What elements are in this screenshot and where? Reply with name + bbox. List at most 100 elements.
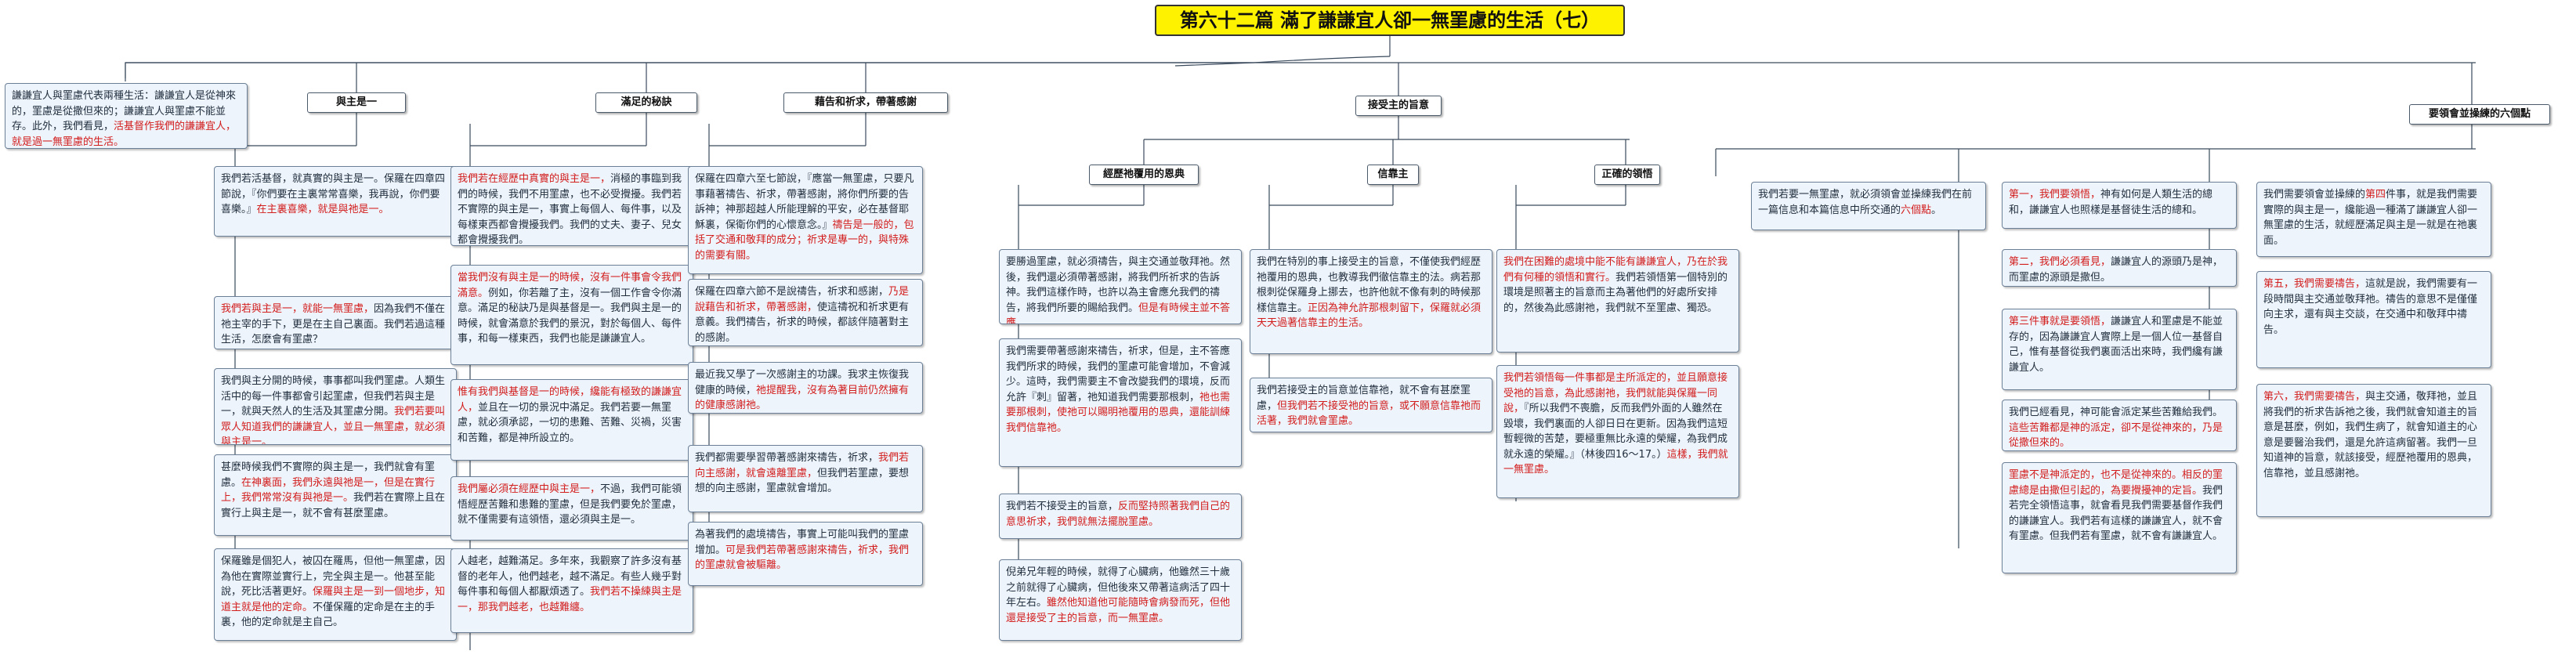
text-segment: 六個點 (1901, 204, 1932, 216)
text-segment: 倪弟兄年輕的時候，就得了心臟病，他雖然三十歲之前就得了心臟病，但他後來又帶著這病… (1006, 566, 1231, 609)
text-segment: 這些苦難都是神的派定，卻不是從神來的，乃是從撒但來的。 (2009, 421, 2223, 450)
col5-box-1: 第一，我們要領悟，神有如何是人類生活的總和，謙謙宜人也照樣是基督徒生活的總和。 (2002, 182, 2237, 229)
text-segment: 要勝過罣慮，就必須禱告，與主交通並敬拜祂。然後，我們還必須帶著感謝，將我們所祈求… (1006, 256, 1231, 314)
text-segment: 第四 (2365, 189, 2386, 201)
text-segment: 反而堅持照著我們自己的意思祈求，我們就無法擺脫罣慮。 (1006, 501, 1231, 528)
text-segment: 乃是說藉告和祈求，帶著感謝， (695, 286, 910, 313)
col4a-box-3: 我們若不接受主的旨意，反而堅持照著我們自己的意思祈求，我們就無法擺脫罣慮。 (999, 494, 1242, 539)
text-segment: 最近我又學了一次感謝主的功課。我求主恢復我健康的時候， (695, 369, 910, 396)
text-segment: 我們已經看見，神可能會派定某些苦難給我們。 (2009, 407, 2223, 418)
text-segment: 但我們若不接受祂的旨意，或不願意信靠祂而活著，我們就會罣慮。 (1257, 400, 1482, 428)
text-segment: 第二，我們必須看見， (2009, 256, 2111, 268)
text-segment: 罣慮不是神派定的，也不是從神來的。相反的罣慮總是由撒但引起的，為要攪擾神的定旨。 (2009, 469, 2223, 497)
col1-box-2: 我們若與主是一，就能一無罣慮，因為我們不僅在祂主宰的手下，更是在主自己裏面。我們… (214, 296, 457, 349)
text-segment: 我們若領悟每一件事都是主所派定的，並且願意接受祂的旨意，為此感謝祂，我們就能與保… (1503, 372, 1728, 414)
text-segment: 當我們沒有與主是一的時候，沒有一件事會令我們滿意。 (458, 272, 682, 299)
text-segment: 甚麼時候我們不實際的與主是一，我們就會有罣慮。 (221, 461, 436, 489)
col5-box-4: 我們已經看見，神可能會派定某些苦難給我們。這些苦難都是神的派定，卻不是從神來的，… (2002, 400, 2237, 451)
text-segment: 。 (1931, 204, 1942, 216)
col5-box-5: 罣慮不是神派定的，也不是從神來的。相反的罣慮總是由撒但引起的，為要攪擾神的定旨。… (2002, 462, 2237, 573)
text-segment: 可是我們若帶著感謝來禱告，祈求，我們的罣慮就會被驅離。 (695, 544, 910, 572)
text-segment: 並且在一切的景況中滿足。我們若要一無罣慮，就必須承認，一切的患難、苦難、災禍，災… (458, 401, 682, 444)
text-segment: 正因為神允許那根刺留下，保羅就必須天天過著信靠主的生活。 (1257, 302, 1482, 330)
col3-box-4: 我們都需要學習帶著感謝來禱告，祈求，我們若向主感謝，就會遠離罣慮，但我們若罣慮，… (688, 445, 923, 512)
text-segment: 但我們若罣慮，要想想的向主感謝，罣慮就會增加。 (695, 467, 910, 495)
col4a-box-4: 倪弟兄年輕的時候，就得了心臟病，他雖然三十歲之前就得了心臟病，但他後來又帶著這病… (999, 559, 1242, 641)
col1-box-3: 我們與主分開的時候，事事都叫我們罣慮。人類生活中的每一件事都會引起罣慮，但我們若… (214, 368, 457, 445)
heading-six-points[interactable]: 要領會並操練的六個點 (2409, 104, 2550, 125)
col4a-box-1: 要勝過罣慮，就必須禱告，與主交通並敬拜祂。然後，我們還必須帶著感謝，將我們所祈求… (999, 249, 1242, 324)
text-segment: 保羅在四章六至七節說，『應當一無罣慮，只要凡事藉著禱告、祈求，帶著感謝，將你們所… (695, 173, 914, 231)
col5-box-6: 我們需要領會並操練的第四件事，就是我們需要實際的與主是一，纔能過一種滿了謙謙宜人… (2256, 182, 2491, 257)
text-segment: 活基督作我們的謙謙宜人，就是過一無罣慮的生活。 (12, 121, 237, 148)
heading-trust-lord[interactable]: 信靠主 (1367, 165, 1419, 185)
heading-right-realization[interactable]: 正確的領悟 (1594, 165, 1660, 185)
text-segment: 我們若活基督，就真實的與主是一。保羅在四章四節說，『你們要在主裏常常喜樂，我再說… (221, 173, 446, 215)
text-segment: 在主裏喜樂，就是與祂是一。 (256, 204, 389, 215)
heading-accept-lords-will[interactable]: 接受主的旨意 (1355, 96, 1442, 116)
text-segment: 保羅與主是一到一個地步，知道主就是他的定命。 (221, 586, 446, 613)
text-segment: 我們與主分開的時候，事事都叫我們罣慮。人類生活中的每一件事都會引起罣慮，但我們若… (221, 375, 446, 418)
text-segment: 我們若不接受主的旨意， (1006, 501, 1119, 512)
col4b-box-2: 我們若接受主的旨意並信靠祂，就不會有甚麼罣慮，但我們若不接受祂的旨意，或不願意信… (1250, 378, 1492, 432)
text-segment: 禱告是一般的，包括了交通和敬拜的成分；祈求是專一的，與特殊的需要有關。 (695, 219, 914, 262)
col1-box-1: 我們若活基督，就真實的與主是一。保羅在四章四節說，『你們要在主裏常常喜樂，我再說… (214, 166, 457, 237)
text-segment: 第五，我們需要禱告， (2263, 278, 2366, 290)
text-segment: 使這禱祝和祈求更有意義。我們禱告，祈求的時候，都該伴隨著對主的感謝。 (695, 301, 910, 344)
text-segment: 我們若在經歷中真實的與主是一， (458, 173, 611, 185)
col4c-box-2: 我們若領悟每一件事都是主所派定的，並且願意接受祂的旨意，為此感謝祂，我們就能與保… (1496, 365, 1739, 498)
text-segment: 我們都需要學習帶著感謝來禱告，祈求， (695, 452, 879, 464)
text-segment: 我們若要一無罣慮，就必須領會並操練我們在前一篇信息和本篇信息中所交通的 (1758, 189, 1973, 216)
text-segment: 我們若不操練與主是一，那我們越老，也越難纏。 (458, 586, 682, 613)
text-segment: 祂提醒我，沒有為著目前仍然擁有的健康感謝祂。 (695, 384, 910, 412)
text-segment: 為著我們的處境禱告，事實上可能叫我們的罣慮增加。 (695, 529, 910, 556)
text-segment: 神有如何是人類生活的總和，謙謙宜人也照樣是基督徒生活的總和。 (2009, 189, 2213, 216)
col2-box-1: 我們若在經歷中真實的與主是一，消極的事臨到我們的時候，我們不用罣慮，也不必受攪擾… (450, 166, 693, 246)
text-segment: 謙謙宜人的源頭乃是神，而罣慮的源頭是撒但。 (2009, 256, 2223, 284)
col5-box-2: 第二，我們必須看見，謙謙宜人的源頭乃是神，而罣慮的源頭是撒但。 (2002, 249, 2237, 287)
text-segment: 但是有時候主並不答應。 (1006, 302, 1231, 324)
text-segment: 我們在困難的處境中能不能有謙謙宜人，乃在於我們有何種的領悟和實行。 (1503, 256, 1728, 284)
text-segment: 我們屬必須在經歷中與主是一， (458, 483, 601, 495)
text-segment: 人越老，越難滿足。多年來，我觀察了許多沒有基督的老年人，他們越老，越不滿足。有些… (458, 555, 682, 598)
col1-box-5: 保羅雖是個犯人，被囚在羅馬，但他一無罣慮，因為他在實際並實行上，完全與主是一。他… (214, 548, 457, 641)
text-segment: 我們在特別的事上接受主的旨意，不僅使我們經歷祂覆用的恩典，也教導我們徹信靠主的法… (1257, 256, 1482, 314)
col5-intro-box: 我們若要一無罣慮，就必須領會並操練我們在前一篇信息和本篇信息中所交通的六個點。 (1751, 182, 1986, 230)
intro-box: 謙謙宜人與罣慮代表兩種生活：謙謙宜人是從神來的，罣慮是從撒但來的；謙謙宜人與罣慮… (5, 83, 248, 149)
text-segment: 這樣，我們就一無罣慮。 (1503, 448, 1728, 476)
col1-box-4: 甚麼時候我們不實際的與主是一，我們就會有罣慮。在神裏面，我們永遠與祂是一，但是在… (214, 454, 457, 536)
heading-sufficient-grace[interactable]: 經歷祂覆用的恩典 (1089, 165, 1199, 185)
text-segment: 謙謙宜人與罣慮代表兩種生活：謙謙宜人是從神來的，罣慮是從撒但來的；謙謙宜人與罣慮… (12, 90, 237, 132)
text-segment: 雖然他知道他可能隨時會病發而死，但他還是接受了主的旨意，而一無罣慮。 (1006, 597, 1231, 624)
col2-box-4: 我們屬必須在經歷中與主是一，不過，我們可能領悟經歷苦難和患難的罣慮，但是我們要免… (450, 476, 693, 541)
heading-secret-of-contentment[interactable]: 滿足的秘訣 (595, 92, 697, 113)
text-segment: 第三件事就是要領悟， (2009, 316, 2111, 327)
text-segment: 我們若在實際上且在實行上與主是一，就不會有甚麼罣慮。 (221, 492, 446, 519)
text-segment: 我們若向主感謝，就會遠離罣慮， (695, 452, 910, 479)
col3-box-2: 保羅在四章六節不是說禱告，祈求和感謝，乃是說藉告和祈求，帶著感謝，使這禱祝和祈求… (688, 279, 923, 346)
text-segment: 我們若要叫眾人知道我們的謙謙宜人，並且一無罣慮，就必須與主是一。 (221, 406, 446, 445)
text-segment: 消極的事臨到我們的時候，我們不用罣慮，也不必受攪擾。我們若不實際的與主是一，事實… (458, 173, 682, 246)
text-segment: 第一，我們要領悟， (2009, 189, 2101, 201)
col2-box-5: 人越老，越難滿足。多年來，我觀察了許多沒有基督的老年人，他們越老，越不滿足。有些… (450, 548, 693, 633)
col4a-box-2: 我們需要帶著感謝來禱告，祈求，但是，主不答應我們所求的時候，我們的罣慮可能會增加… (999, 338, 1242, 467)
heading-prayer-with-thanks[interactable]: 藉告和祈求，帶著感謝 (783, 92, 948, 113)
col3-box-1: 保羅在四章六至七節說，『應當一無罣慮，只要凡事藉著禱告、祈求，帶著感謝，將你們所… (688, 166, 923, 274)
col5-box-3: 第三件事就是要領悟，謙謙宜人和罣慮是不能並存的，因為謙謙宜人實際上是一個人位一基… (2002, 309, 2237, 390)
text-segment: 這就是說，我們需要有一段時間與主交通並敬拜祂。禱告的意思不是僅僅向主求，還有與主… (2263, 278, 2478, 336)
text-segment: 祂也需要那根刺，使祂可以賜明祂覆用的恩典，還能訓練我們信靠祂。 (1006, 391, 1231, 434)
text-segment: 我們需要領會並操練的 (2263, 189, 2366, 201)
col2-box-3: 惟有我們與基督是一的時候，纔能有極致的謙謙宜人，並且在一切的景況中滿足。我們若要… (450, 379, 693, 461)
text-segment: 『所以我們不喪膽，反而我們外面的人雖然在毀壞，我們裏面的人卻日日在更新。因為我們… (1503, 403, 1728, 461)
text-segment: 我們若接受主的旨意並信靠祂，就不會有甚麼罣慮， (1257, 385, 1471, 412)
text-segment: 在神裏面，我們永遠與祂是一，但是在實行上，我們常常沒有與祂是一。 (221, 476, 436, 504)
text-segment: 謙謙宜人和罣慮是不能並存的，因為謙謙宜人實際上是一個人位一基督自己，惟有基督從我… (2009, 316, 2223, 374)
text-segment: 不僅保羅的定命是在主的手裏，他的定命就是主自己。 (221, 601, 436, 629)
col3-box-3: 最近我又學了一次感謝主的功課。我求主恢復我健康的時候，祂提醒我，沒有為著目前仍然… (688, 362, 923, 414)
text-segment: 保羅在四章六節不是說禱告，祈求和感謝， (695, 286, 889, 298)
text-segment: 惟有我們與基督是一的時候，纔能有極致的謙謙宜人， (458, 386, 682, 414)
col3-box-5: 為著我們的處境禱告，事實上可能叫我們的罣慮增加。可是我們若帶著感謝來禱告，祈求，… (688, 522, 923, 586)
text-segment: 保羅雖是個犯人，被囚在羅馬，但他一無罣慮，因為他在實際並實行上，完全與主是一。他… (221, 555, 446, 598)
text-segment: 我們若與主是一，就能一無罣慮， (221, 303, 374, 315)
heading-one-with-lord[interactable]: 與主是一 (307, 92, 406, 113)
